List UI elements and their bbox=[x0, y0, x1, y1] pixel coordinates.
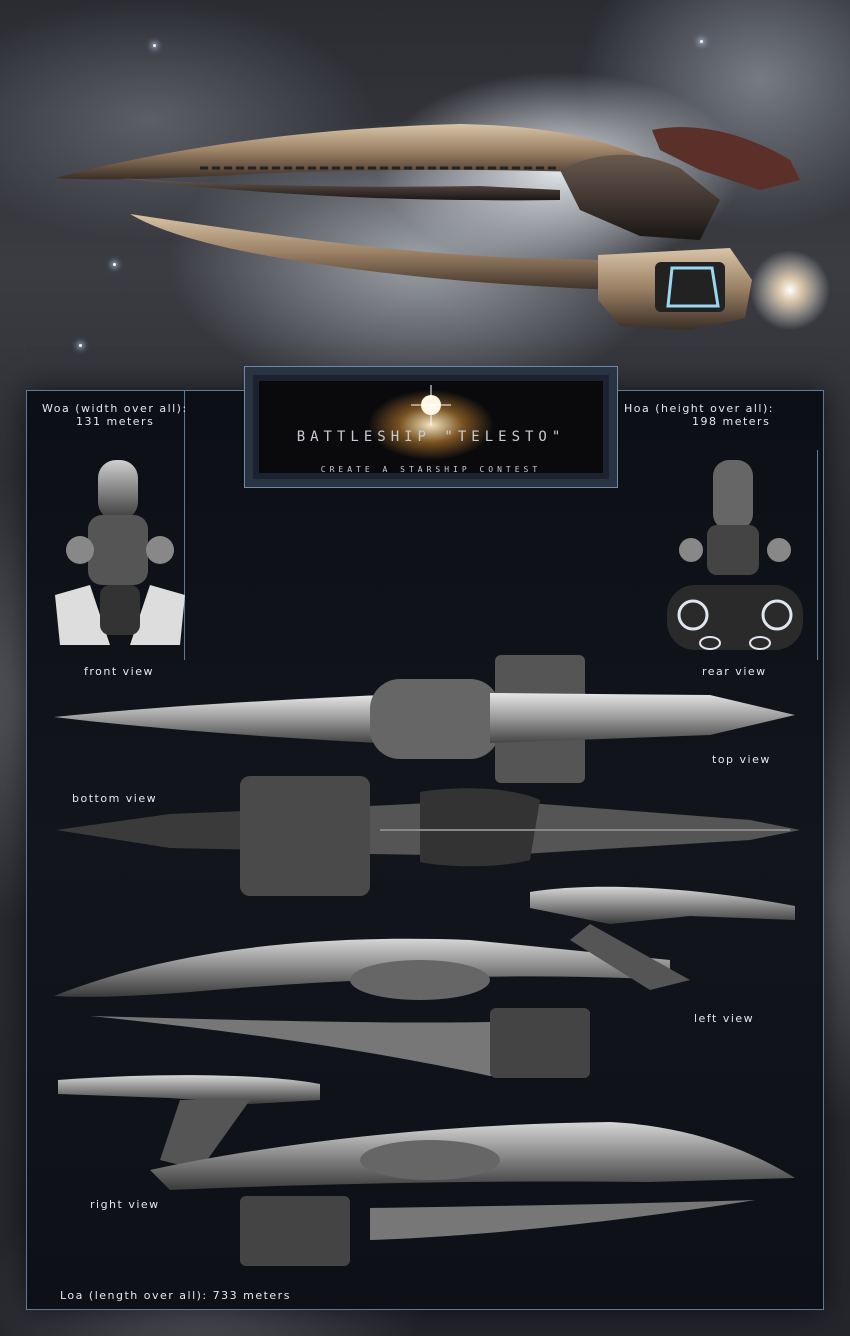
front-view-drawing bbox=[55, 460, 185, 645]
width-value: 131 meters bbox=[76, 415, 155, 428]
front-view-label: front view bbox=[84, 665, 154, 678]
width-bracket bbox=[184, 390, 185, 660]
length-label: Loa (length over all): 733 meters bbox=[60, 1289, 291, 1302]
top-view-label: top view bbox=[712, 753, 771, 766]
frame-left bbox=[26, 390, 27, 1310]
star-3 bbox=[79, 344, 82, 347]
right-view-label: right view bbox=[90, 1198, 160, 1211]
top-view-drawing bbox=[54, 655, 795, 783]
star-2 bbox=[113, 263, 116, 266]
rear-view-drawing bbox=[667, 460, 803, 650]
title-plate-inner bbox=[259, 381, 603, 473]
title-plate: BATTLESHIP "TELESTO" CREATE A STARSHIP C… bbox=[244, 366, 618, 488]
frame-right bbox=[823, 390, 824, 1310]
contest-subtitle: CREATE A STARSHIP CONTEST bbox=[320, 465, 542, 474]
bottom-view-drawing bbox=[56, 776, 800, 896]
sun-flare-icon bbox=[411, 385, 451, 425]
height-bracket bbox=[817, 450, 818, 660]
height-value: 198 meters bbox=[692, 415, 771, 428]
left-view-label: left view bbox=[694, 1012, 755, 1025]
left-view-drawing bbox=[54, 886, 795, 1078]
star-4 bbox=[700, 40, 703, 43]
rear-view-label: rear view bbox=[702, 665, 767, 678]
frame-top-left bbox=[26, 390, 244, 391]
width-label: Woa (width over all): bbox=[42, 402, 188, 415]
star-1 bbox=[153, 44, 156, 47]
bottom-view-label: bottom view bbox=[72, 792, 158, 805]
height-label: Hoa (height over all): bbox=[624, 402, 774, 415]
right-view-drawing bbox=[58, 1075, 795, 1266]
ship-title: BATTLESHIP "TELESTO" bbox=[296, 429, 566, 445]
frame-bottom bbox=[26, 1309, 824, 1310]
hero-starship bbox=[55, 124, 830, 330]
frame-top-right bbox=[616, 390, 824, 391]
